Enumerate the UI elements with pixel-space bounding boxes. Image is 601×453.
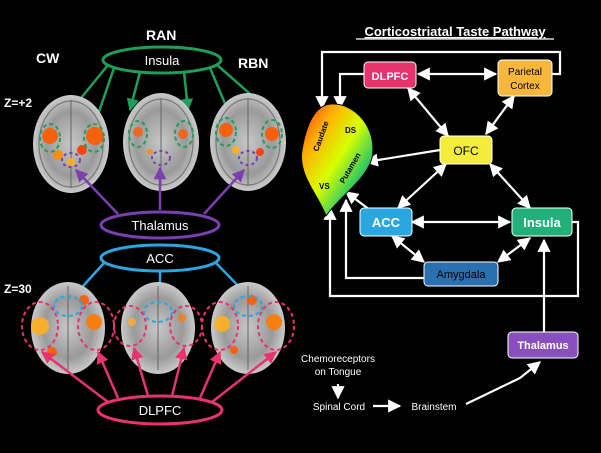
left-panel: CW RAN RBN Insula Z=+2: [4, 27, 295, 426]
node-parietal-cortex: Parietal Cortex: [497, 59, 553, 97]
node-dlpfc-label: DLPFC: [372, 71, 409, 83]
slice-label-upper: Z=+2: [4, 96, 32, 110]
thalamus-roi-rings: [61, 150, 258, 168]
dlpfc-ellipse-label: DLPFC: [139, 403, 182, 418]
group-label-ran: RAN: [146, 27, 176, 43]
node-thalamus: Thalamus: [507, 331, 579, 359]
node-ofc-label: OFC: [453, 144, 479, 158]
slice-label-lower: Z=30: [4, 282, 32, 296]
chemoreceptors-label-line1: Chemoreceptors: [301, 354, 375, 365]
right-panel: Corticostriatal Taste Pathway: [301, 24, 580, 413]
node-insula-label: Insula: [523, 215, 561, 230]
node-thalamus-label: Thalamus: [517, 340, 568, 352]
node-parietal-label-line1: Parietal: [508, 67, 542, 78]
brain-slice-rbn-upper: [210, 93, 286, 191]
acc-ellipse-label: ACC: [146, 251, 173, 266]
group-label-cw: CW: [36, 50, 60, 66]
brain-slice-cw-upper: [33, 95, 109, 193]
node-insula: Insula: [511, 207, 573, 237]
striatum-shape: Caudate DS Putamen VS: [301, 103, 374, 218]
insula-ellipse: [101, 45, 223, 75]
node-ofc: OFC: [439, 135, 493, 165]
thalamus-arrows: [75, 166, 245, 215]
pathway-title: Corticostriatal Taste Pathway: [364, 24, 546, 39]
spinal-cord-label: Spinal Cord: [313, 402, 365, 413]
striatum-label-vs: VS: [319, 182, 330, 191]
acc-ellipse: [99, 243, 221, 273]
thalamus-ellipse-label: Thalamus: [131, 218, 189, 233]
node-amygdala: Amygdala: [423, 261, 499, 287]
dlpfc-arrows: [41, 346, 277, 403]
insula-ellipse-label: Insula: [145, 53, 180, 68]
brain-slice-ran-lower: [121, 282, 195, 374]
node-acc-label: ACC: [372, 215, 401, 230]
node-dlpfc: DLPFC: [363, 61, 417, 89]
brainstem-label: Brainstem: [411, 402, 456, 413]
striatum-label-ds: DS: [345, 126, 357, 135]
node-amygdala-label: Amygdala: [437, 269, 487, 281]
thalamus-ellipse: [99, 210, 221, 240]
chemoreceptors-label-line2: on Tongue: [315, 367, 362, 378]
node-acc: ACC: [359, 207, 413, 237]
acc-roi-rings: [53, 295, 263, 323]
node-parietal-label-line2: Cortex: [510, 81, 539, 92]
dlpfc-ellipse: [96, 394, 224, 426]
group-label-rbn: RBN: [238, 55, 268, 71]
dlpfc-roi-rings: [21, 301, 295, 351]
insula-roi-rings: [39, 117, 283, 153]
